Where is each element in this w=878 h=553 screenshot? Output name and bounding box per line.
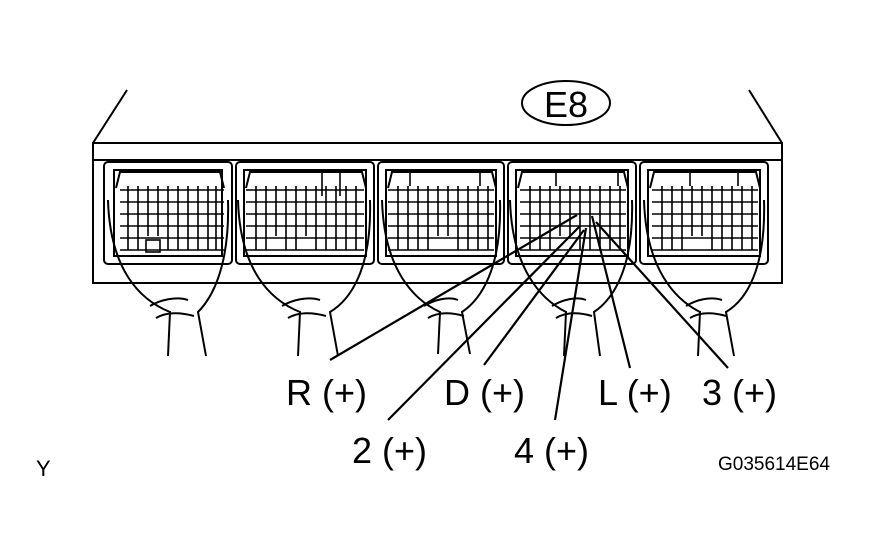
connector-id-label: E8	[544, 84, 588, 125]
leader-line-2	[387, 225, 581, 421]
connector-socket-1	[103, 161, 233, 265]
connector-socket-2	[235, 161, 375, 265]
pin-grids	[120, 172, 758, 253]
corner-mark: Y	[36, 456, 51, 481]
pin-label-3: 3 (+)	[702, 372, 777, 413]
connector-socket-4-e8	[507, 161, 637, 265]
leader-line-4	[553, 227, 588, 421]
leader-line-l	[590, 215, 632, 369]
connector-id-ellipse	[521, 80, 611, 126]
pin-label-l: L (+)	[598, 372, 672, 413]
pin-label-r: R (+)	[286, 372, 367, 413]
pin-label-d: D (+)	[444, 372, 525, 413]
wire-harnesses	[107, 199, 766, 357]
pin-label-2: 2 (+)	[352, 430, 427, 471]
leader-line-3	[595, 221, 729, 369]
connector-socket-5	[639, 161, 769, 265]
connector-socket-3	[377, 161, 505, 265]
leader-line-r	[329, 214, 578, 361]
ecu-housing	[92, 89, 783, 284]
leader-lines	[329, 214, 729, 421]
pin-label-4: 4 (+)	[514, 430, 589, 471]
figure-code: G035614E64	[718, 454, 830, 475]
leader-line-d	[483, 229, 585, 366]
